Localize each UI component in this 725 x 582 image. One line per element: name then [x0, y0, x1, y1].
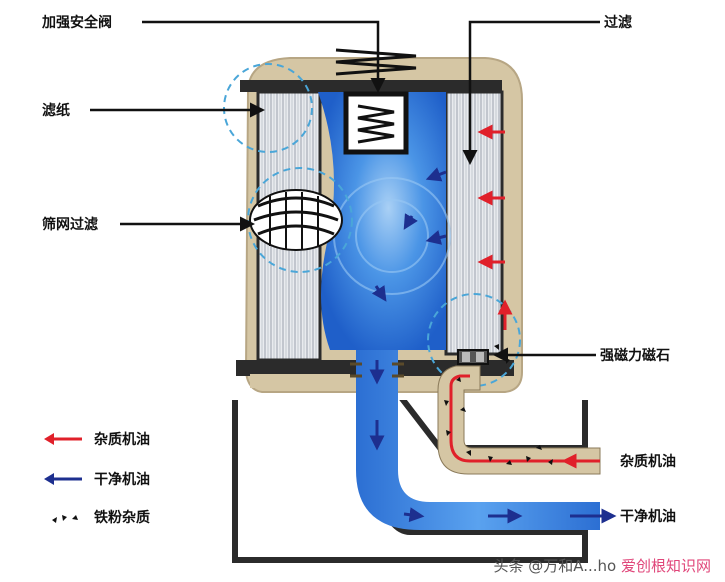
dirty-oil-pipe: [437, 365, 601, 475]
blue-arrow-icon: [44, 473, 82, 485]
label-clean-oil-out: 干净机油: [620, 509, 676, 525]
legend-item-iron: 铁粉杂质: [42, 507, 150, 527]
iron-particles-icon: [52, 515, 78, 523]
watermark-site: 爱创根知识网: [620, 557, 711, 575]
iron-particles: [444, 344, 553, 465]
leader-lines: [90, 20, 600, 363]
clean-oil-pipe: [350, 350, 600, 530]
label-safety-valve: 加强安全阀: [42, 15, 112, 31]
clean-flow-arrows: [369, 167, 617, 524]
red-arrow-icon: [44, 433, 82, 445]
legend-item-clean: 干净机油: [42, 469, 150, 489]
label-filtration: 过滤: [604, 15, 632, 31]
label-filter-paper: 滤纸: [42, 103, 70, 119]
legend-item-dirty: 杂质机油: [42, 429, 150, 449]
safety-valve: [335, 48, 417, 155]
legend-label: 铁粉杂质: [94, 510, 150, 526]
engine-block: [232, 390, 592, 563]
watermark-prefix: 头条 @万和A...ho: [493, 557, 617, 575]
dirty-flow-arrows: [477, 124, 598, 469]
screen-mesh: [249, 189, 343, 251]
watermark: 头条 @万和A...ho 爱创根知识网: [493, 555, 711, 576]
magnet: [457, 349, 489, 365]
label-strong-magnet: 强磁力磁石: [600, 348, 670, 364]
legend-label: 杂质机油: [94, 432, 150, 448]
legend-label: 干净机油: [94, 472, 150, 488]
label-dirty-oil-in: 杂质机油: [620, 454, 676, 470]
label-screen-filter: 筛网过滤: [42, 217, 98, 233]
